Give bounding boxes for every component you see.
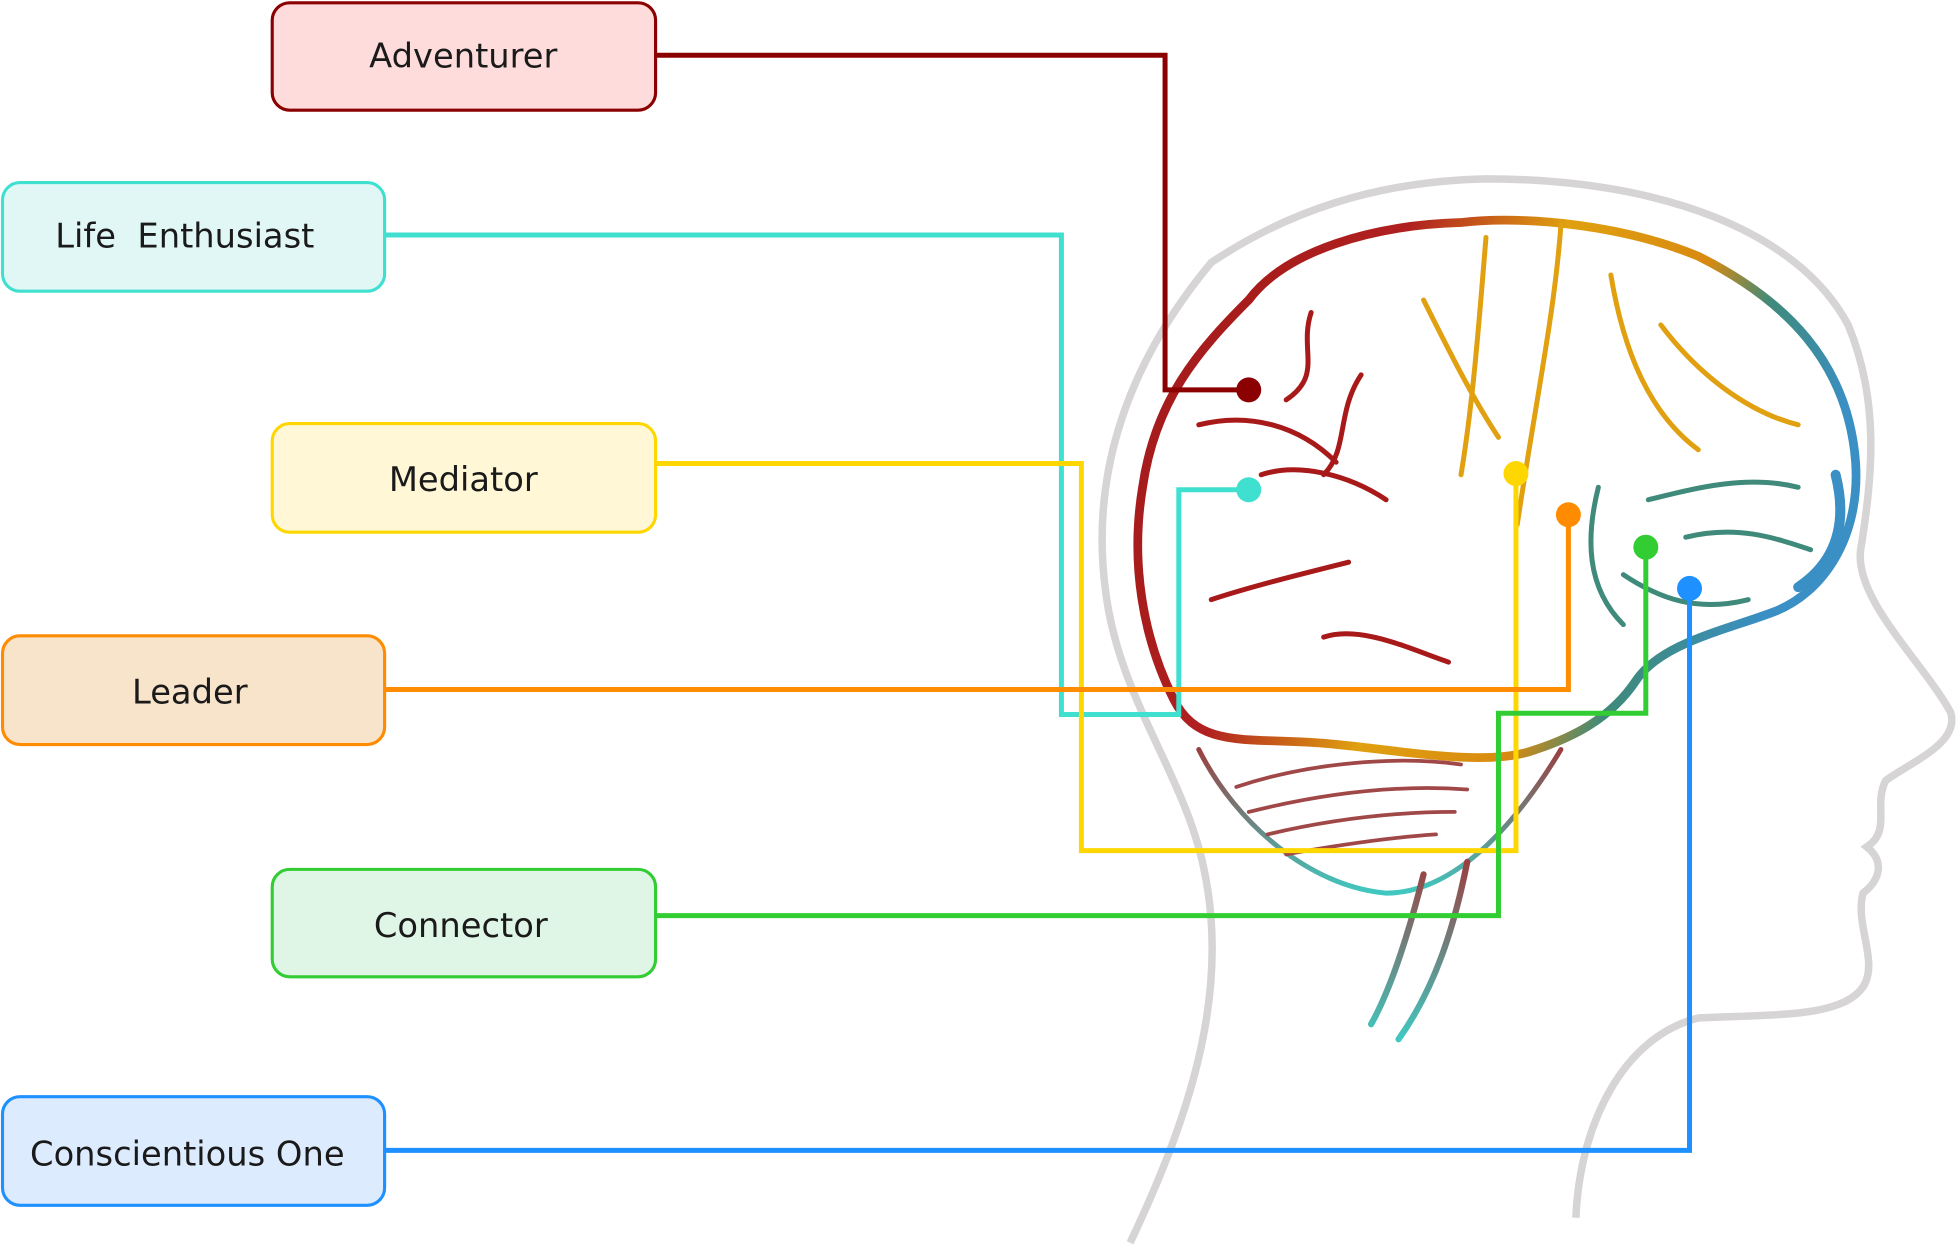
- connector-leader: [384, 514, 1571, 693]
- node-life-enthusiast: Life Enthusiast: [0, 181, 387, 293]
- node-mediator: Mediator: [270, 422, 658, 534]
- conscientious-one-region-dot: [1677, 575, 1703, 601]
- leader-region-dot: [1555, 502, 1581, 528]
- node-leader: Leader: [0, 634, 387, 747]
- node-label: Adventurer: [369, 37, 557, 76]
- node-label: Conscientious One: [30, 1134, 345, 1173]
- connector-connector: [655, 547, 1649, 919]
- adventurer-region-dot: [1236, 377, 1262, 403]
- life-enthusiast-region-dot: [1236, 477, 1262, 503]
- head-outline: [1098, 175, 1956, 1245]
- node-adventurer: Adventurer: [270, 1, 658, 112]
- connector-conscientious-one: [384, 588, 1693, 1153]
- connector-region-dot: [1633, 534, 1659, 560]
- node-connector: Connector: [270, 867, 658, 979]
- node-label: Mediator: [389, 460, 538, 499]
- node-conscientious-one: Conscientious One: [0, 1095, 387, 1207]
- connector-mediator: [655, 461, 1519, 854]
- connector-adventurer: [655, 52, 1249, 393]
- connector-life-enthusiast: [384, 232, 1249, 718]
- mediator-region-dot: [1503, 461, 1529, 487]
- brain-illustration: [1133, 215, 1861, 1043]
- node-label: Connector: [374, 906, 548, 945]
- node-label: Life Enthusiast: [55, 217, 314, 256]
- node-label: Leader: [132, 672, 248, 711]
